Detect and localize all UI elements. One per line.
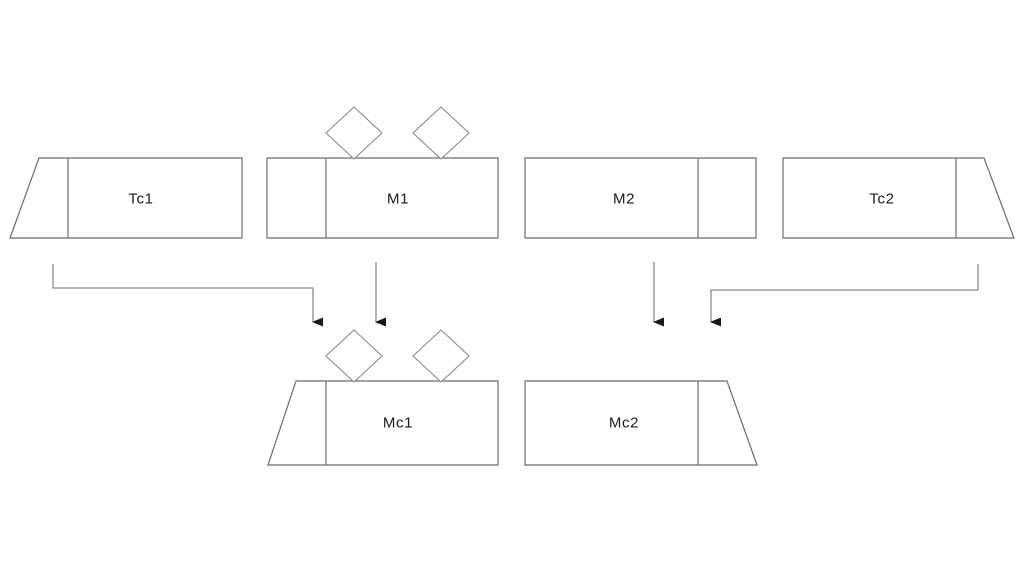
bottom-row-group [267,329,758,466]
block-mc2-label: Mc2 [608,414,640,432]
mc1-diamond-right-icon [412,329,470,383]
connector-tc1-to-mc1 [52,264,323,327]
block-tc1-label: Tc1 [128,190,154,208]
connector-group [52,262,979,327]
block-tc2-label: Tc2 [869,190,895,208]
block-mc2[interactable] [524,380,758,466]
block-m2-label: M2 [612,190,636,208]
block-mc1[interactable] [267,329,499,466]
top-row-group [9,106,1015,239]
block-tc1[interactable] [9,157,243,239]
block-m2[interactable] [524,157,757,239]
block-m1-label: M1 [386,190,410,208]
block-m2-outline [524,157,757,239]
block-tc1-outline [9,157,243,239]
m1-diamond-left-icon [325,106,383,160]
connector-tc2-to-mc2 [710,264,979,327]
block-m1[interactable] [266,106,499,239]
block-mc1-label: Mc1 [382,414,414,432]
mc1-diamond-left-icon [325,329,383,383]
block-tc2[interactable] [782,157,1015,239]
block-mc2-outline [524,380,758,466]
m1-diamond-right-icon [412,106,470,160]
block-tc2-outline [782,157,1015,239]
block-m1-outline [266,157,499,239]
